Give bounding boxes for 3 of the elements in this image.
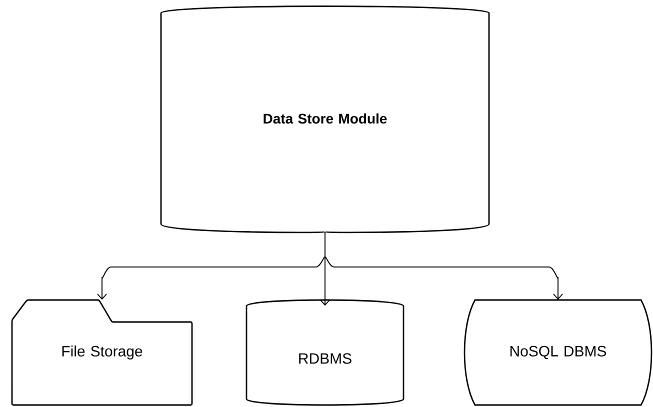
arrow [324, 232, 563, 300]
database-cylinder: RDBMS [246, 299, 404, 406]
rounded-box: NoSQL DBMS [464, 299, 652, 406]
